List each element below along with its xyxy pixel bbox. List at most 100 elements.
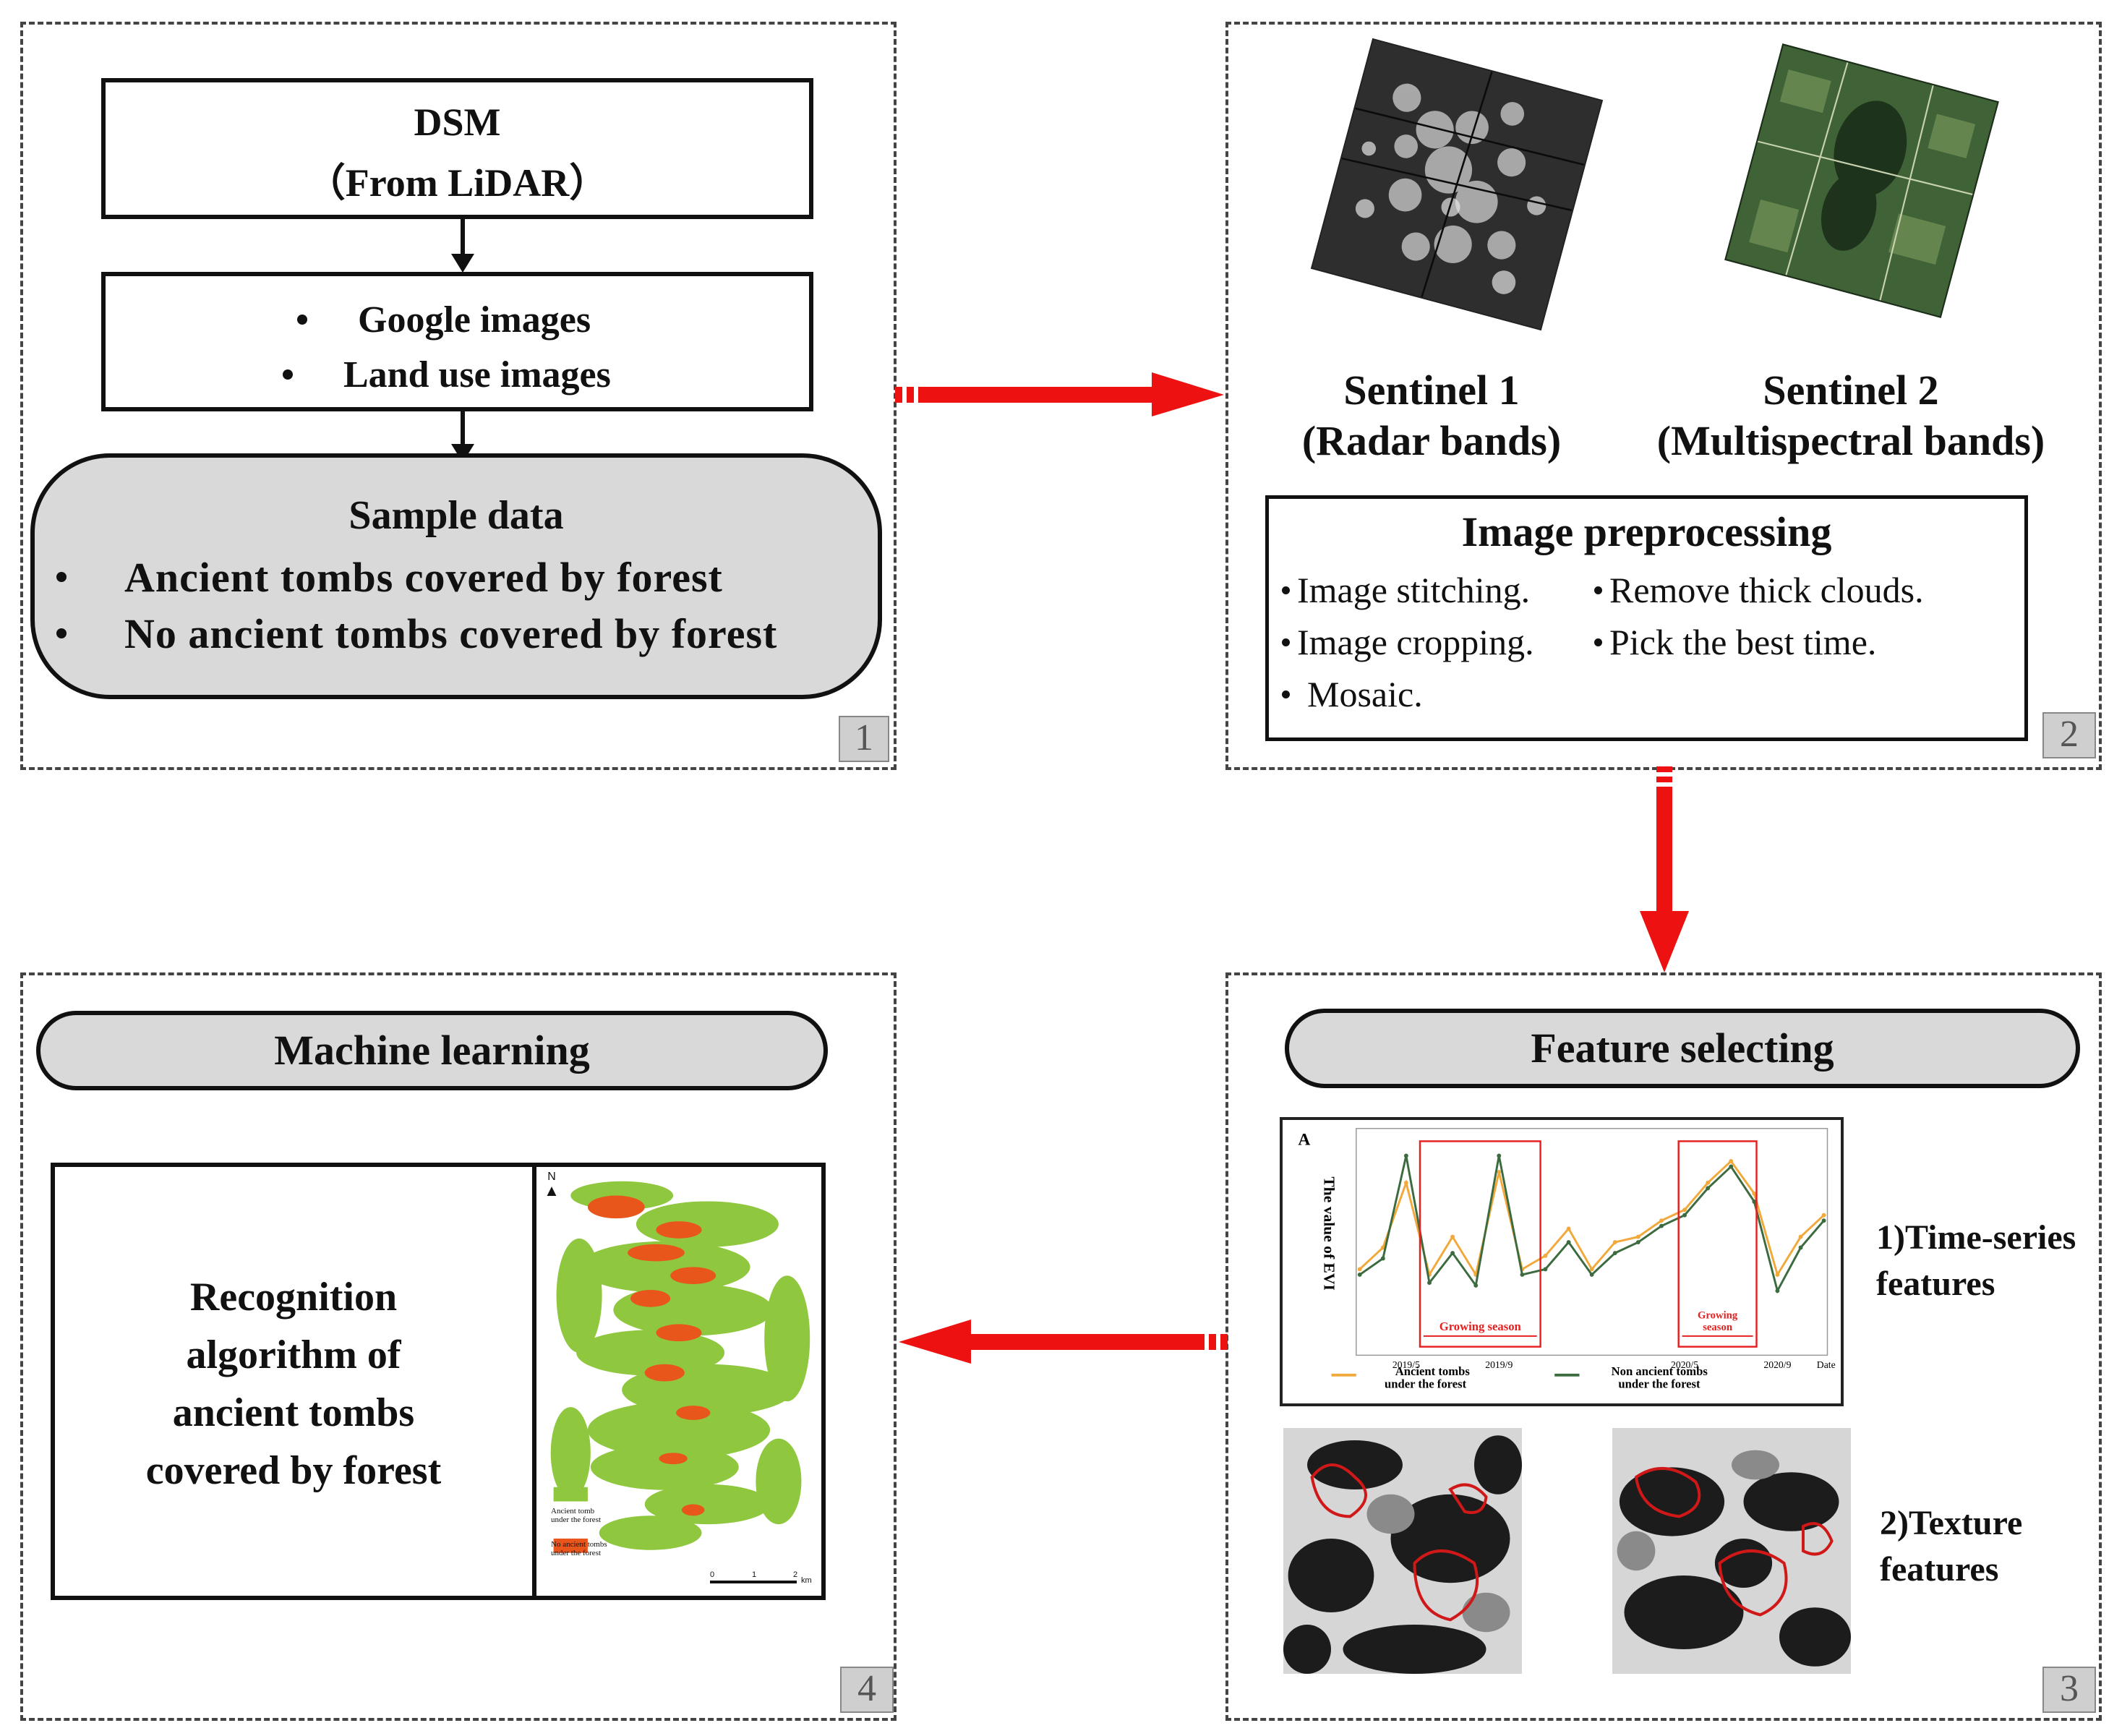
growing-season-box-1 — [1419, 1140, 1541, 1348]
legend-label-1a: Ancient tombs — [1395, 1364, 1471, 1378]
series-2-point — [1543, 1267, 1548, 1272]
plot-area — [1356, 1128, 1828, 1356]
sample-title: Sample data — [348, 493, 564, 538]
series-1-point — [1543, 1253, 1548, 1258]
radar-texture — [1312, 40, 1601, 329]
algorithm-line: Recognition — [189, 1275, 398, 1320]
step-item: Mosaic. — [1282, 668, 1600, 720]
bullet-icon — [56, 628, 67, 638]
step-label: Pick the best time. — [1609, 622, 1877, 662]
step-label: Image cropping. — [1297, 622, 1534, 662]
algorithm-line: algorithm of — [186, 1333, 401, 1377]
series-2-point — [1357, 1272, 1362, 1277]
legend-label-2a: Non ancient tombs — [1612, 1364, 1708, 1378]
chart-panel-letter: A — [1298, 1130, 1310, 1149]
series-2-point — [1612, 1251, 1617, 1255]
texture-image-1 — [1283, 1428, 1522, 1674]
texture-pattern-1 — [1283, 1428, 1522, 1674]
step-item: Image cropping. — [1282, 616, 1600, 668]
x-axis-label: Date — [1817, 1359, 1836, 1370]
arrow-dsm-to-sources — [451, 219, 474, 273]
machine-learning-header: Machine learning — [36, 1011, 828, 1090]
series-1-point — [1659, 1218, 1664, 1223]
series-2-point — [1821, 1218, 1826, 1223]
sentinel1-name: Sentinel 1 — [1343, 367, 1520, 414]
sentinel2-name: Sentinel 2 — [1763, 367, 1939, 414]
series-2-point — [1682, 1213, 1687, 1218]
texture-feature-label: 2)Texture features — [1880, 1500, 2097, 1593]
sample-item: No ancient tombs covered by forest — [56, 605, 878, 662]
scale-tick: 2 — [793, 1570, 798, 1579]
bullet-icon — [1282, 586, 1290, 594]
step-label: Image stitching. — [1297, 570, 1531, 610]
x-tick-label: 2019/5 — [1392, 1359, 1420, 1370]
series-2-point — [1589, 1272, 1594, 1277]
x-tick-label: 2020/5 — [1671, 1359, 1698, 1370]
dsm-title: DSM — [414, 101, 501, 144]
source-label: Land use images — [343, 354, 611, 395]
bullet-icon — [1594, 638, 1602, 646]
series-2-point — [1635, 1240, 1640, 1244]
bullet-icon — [283, 369, 293, 380]
season-label-1: Growing season — [1439, 1320, 1522, 1333]
sample-label: No ancient tombs covered by forest — [124, 610, 778, 657]
texture-pattern-2 — [1612, 1428, 1851, 1674]
series-2-point — [1566, 1240, 1571, 1244]
map-legend: Ancient tomb under the forest No ancient… — [551, 1507, 696, 1557]
preprocessing-title: Image preprocessing — [1461, 508, 1832, 555]
series-2-point — [1473, 1283, 1479, 1288]
step-label: Mosaic. — [1307, 674, 1423, 714]
sentinel1-image — [1310, 38, 1604, 331]
sample-item: Ancient tombs covered by forest — [56, 549, 878, 605]
series-2-point — [1403, 1153, 1408, 1158]
algorithm-line: covered by forest — [145, 1448, 442, 1493]
series-2-point — [1427, 1280, 1432, 1286]
map-legend-swatch-orange — [553, 1538, 588, 1553]
bullet-icon — [1282, 638, 1290, 646]
series-1-point — [1612, 1240, 1617, 1244]
map-legend-1b: under the forest — [551, 1515, 602, 1524]
recognition-map: N ▲ Ancient tomb under the forest No anc… — [536, 1167, 821, 1596]
series-1-point — [1566, 1226, 1571, 1231]
series-1-point — [1380, 1245, 1385, 1250]
series-1-point — [1775, 1272, 1780, 1277]
arrow-panel3-to-panel4 — [899, 1320, 1228, 1364]
series-2-point — [1729, 1164, 1734, 1169]
evi-chart-svg: A The value of EVI Growing season Growin… — [1298, 1128, 1836, 1390]
step-item: Remove thick clouds. — [1594, 564, 2028, 616]
sample-data-box: Sample data Ancient tombs covered by for… — [30, 453, 882, 699]
algorithm-description: Recognition algorithm of ancient tombs c… — [55, 1268, 532, 1500]
map-legend-swatch-green — [553, 1487, 588, 1502]
bullet-icon — [297, 315, 307, 325]
scale-tick: 1 — [752, 1570, 757, 1579]
preprocessing-box: Image preprocessing Image stitching. Ima… — [1265, 495, 2028, 741]
sentinel2-image — [1724, 43, 1999, 318]
series-2-point — [1706, 1186, 1711, 1191]
sentinel2-bands: (Multispectral bands) — [1656, 417, 2045, 464]
sentinel1-bands: (Radar bands) — [1301, 417, 1562, 464]
evi-series-group — [1357, 1153, 1826, 1294]
feature-selecting-title: Feature selecting — [1531, 1025, 1834, 1072]
sentinel2-label: Sentinel 2 (Multispectral bands) — [1612, 365, 2089, 466]
result-box: Recognition algorithm of ancient tombs c… — [51, 1163, 826, 1600]
chart-ylabel: The value of EVI — [1321, 1176, 1338, 1290]
bullet-icon — [1594, 586, 1602, 594]
panel-machine-learning — [20, 972, 897, 1721]
map-scale-bar: 0 1 2 km — [710, 1570, 812, 1586]
sentinel1-label: Sentinel 1 (Radar bands) — [1258, 365, 1605, 466]
x-tick-label: 2019/9 — [1485, 1359, 1513, 1370]
series-2-point — [1752, 1200, 1757, 1204]
legend-label-2b: under the forest — [1618, 1377, 1700, 1390]
series-1-point — [1752, 1191, 1757, 1196]
algorithm-line: ancient tombs — [172, 1390, 415, 1435]
evi-chart: A The value of EVI Growing season Growin… — [1280, 1117, 1844, 1406]
feature-2-line-a: 2)Texture — [1880, 1504, 2023, 1542]
map-legend-2a: No ancient tombs — [551, 1540, 607, 1549]
north-arrow-icon: N ▲ — [542, 1171, 561, 1199]
series-2-point — [1798, 1245, 1803, 1250]
map-legend-1a: Ancient tomb — [551, 1507, 595, 1515]
source-label: Google images — [358, 299, 591, 341]
feature-selecting-header: Feature selecting — [1285, 1009, 2080, 1088]
arrow-panel1-to-panel2 — [895, 372, 1224, 416]
